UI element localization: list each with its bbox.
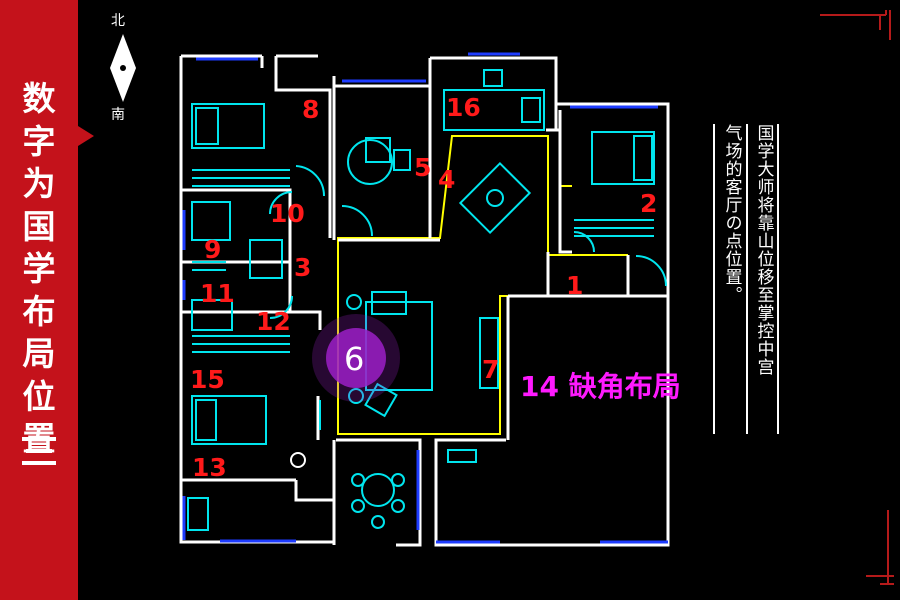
title-bars-decoration [22,437,56,473]
room-number: 6 [344,340,364,378]
room-number: 16 [446,93,481,122]
room-number: 8 [302,95,319,124]
frame-corner-bottom-right [866,510,894,585]
title-char: 位 [22,376,56,416]
windows [182,52,668,544]
title-char: 数 [22,79,56,118]
room-number: 5 [414,153,431,182]
compass-south-label: 南 [111,107,125,123]
room-number: 15 [190,365,225,394]
room-number: 3 [294,253,311,282]
note-column-2: 气场的客厅の点位置。 [721,124,742,304]
title-char: 国 [22,206,56,246]
note-divider-left [713,124,715,434]
room-number: 10 [270,199,305,228]
banner-title: 数 字 为 国 学 布 局 位 置 [0,78,78,461]
room-number: 11 [200,279,235,308]
room-number: 7 [482,355,499,384]
doors [269,165,667,430]
note-column-1: 国学大师将靠山位移至掌控中宫 [753,124,774,376]
furniture [187,69,655,531]
walls [179,54,670,547]
left-title-banner: 数 字 为 国 学 布 局 位 置 [0,0,94,600]
title-char: 学 [22,249,56,288]
room-number: 12 [256,307,291,336]
room-number: 13 [192,453,227,482]
compass-icon [110,34,136,102]
frame-corner-top-right [820,10,891,40]
room-number: 9 [204,235,221,264]
room-number: 1 [566,271,583,300]
room-numbers: 8 16 5 4 2 10 9 3 11 12 1 6 7 15 13 [190,93,657,482]
title-char: 字 [22,121,56,161]
note-divider-middle [746,124,748,434]
banner-pointer [78,126,94,146]
room-number: 4 [438,165,455,194]
note-divider-right [777,124,779,434]
living-room-center-glow [326,328,386,388]
title-char: 为 [22,164,56,203]
compass-north-label: 北 [111,13,125,29]
title-char: 局 [22,334,56,373]
missing-corner-label: 14 缺角布局 [520,370,681,403]
room-number: 2 [640,189,657,218]
title-char: 布 [22,291,56,331]
